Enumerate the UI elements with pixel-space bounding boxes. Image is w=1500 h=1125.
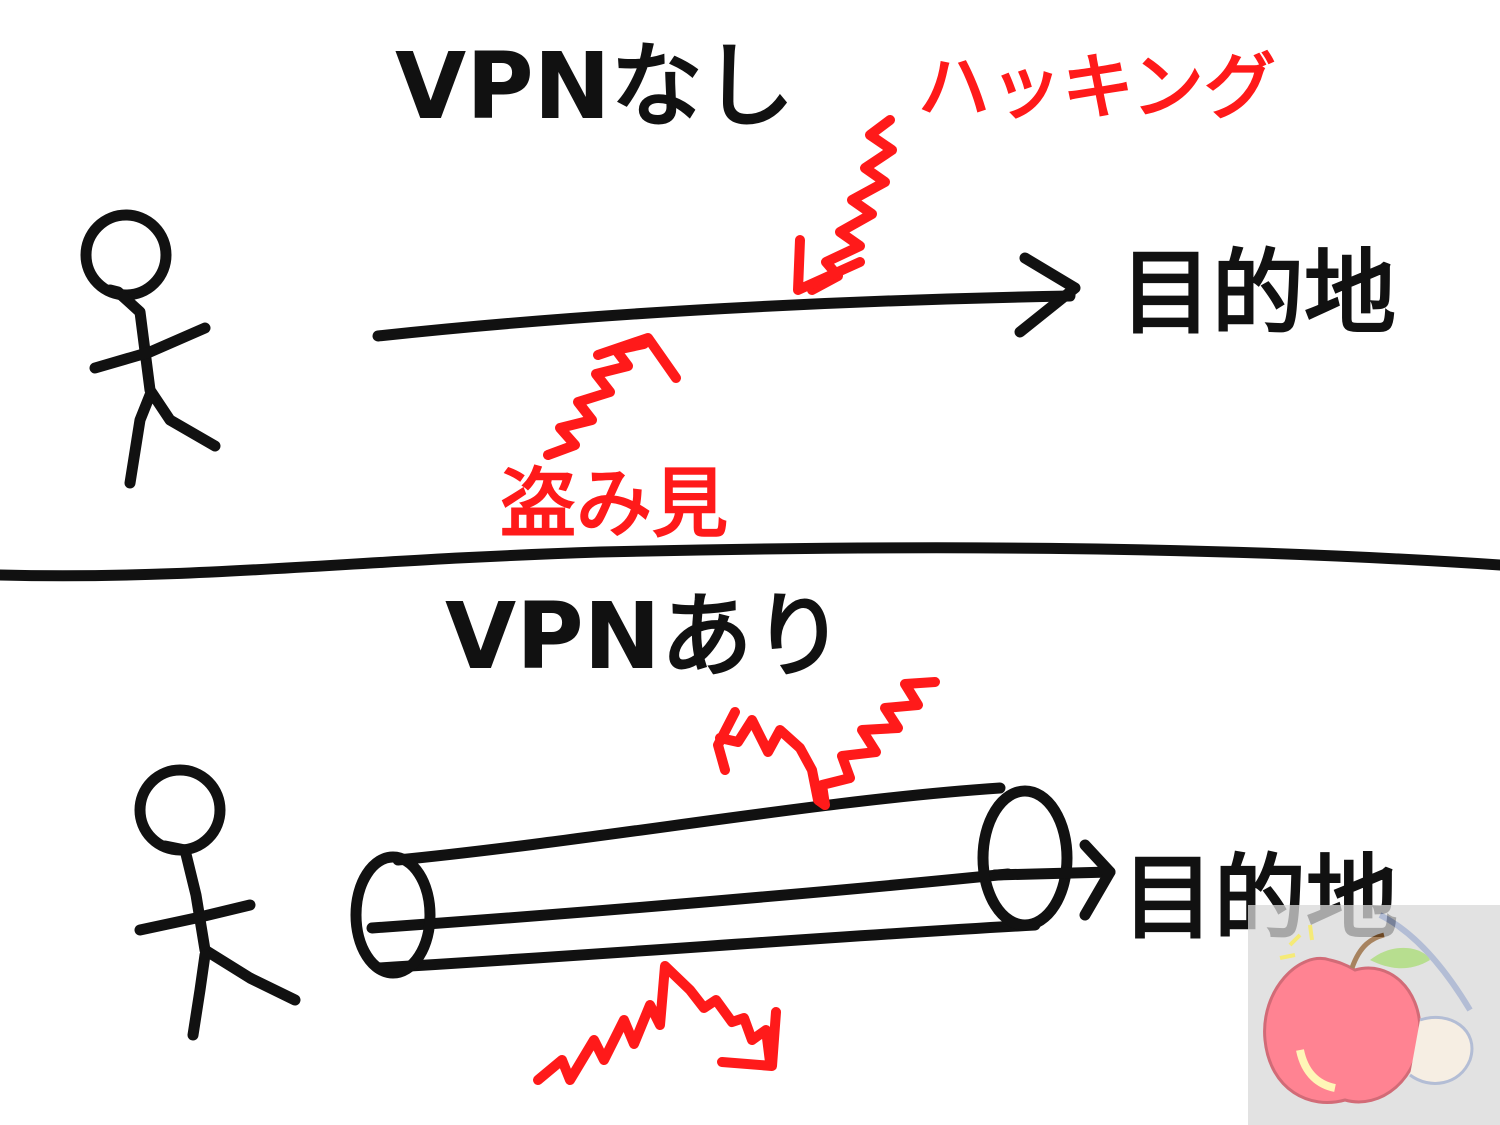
tunnel-exit-arrow xyxy=(989,839,1116,921)
hacking-wavy-arrow-icon xyxy=(793,115,897,295)
user-stick-figure-icon xyxy=(80,209,221,489)
without-vpn-title: VPNなし xyxy=(395,33,795,140)
apple-logo-icon xyxy=(1248,905,1500,1125)
section-divider xyxy=(0,542,1500,582)
blocked-attack-top-wavy-arrow-icon xyxy=(713,677,940,810)
peeking-label: 盗み見 xyxy=(500,459,728,548)
peeking-wavy-arrow-icon xyxy=(543,333,681,460)
vpn-tunnel-icon xyxy=(350,782,1073,979)
hacking-label: ハッキング xyxy=(918,45,1276,129)
blocked-attack-bottom-wavy-arrow-icon xyxy=(533,961,781,1085)
user-stick-figure-icon-2 xyxy=(134,764,301,1041)
with-vpn-title: VPNあり xyxy=(445,583,845,690)
destination-label-top: 目的地 xyxy=(1120,240,1396,347)
communication-arrow xyxy=(372,252,1081,342)
